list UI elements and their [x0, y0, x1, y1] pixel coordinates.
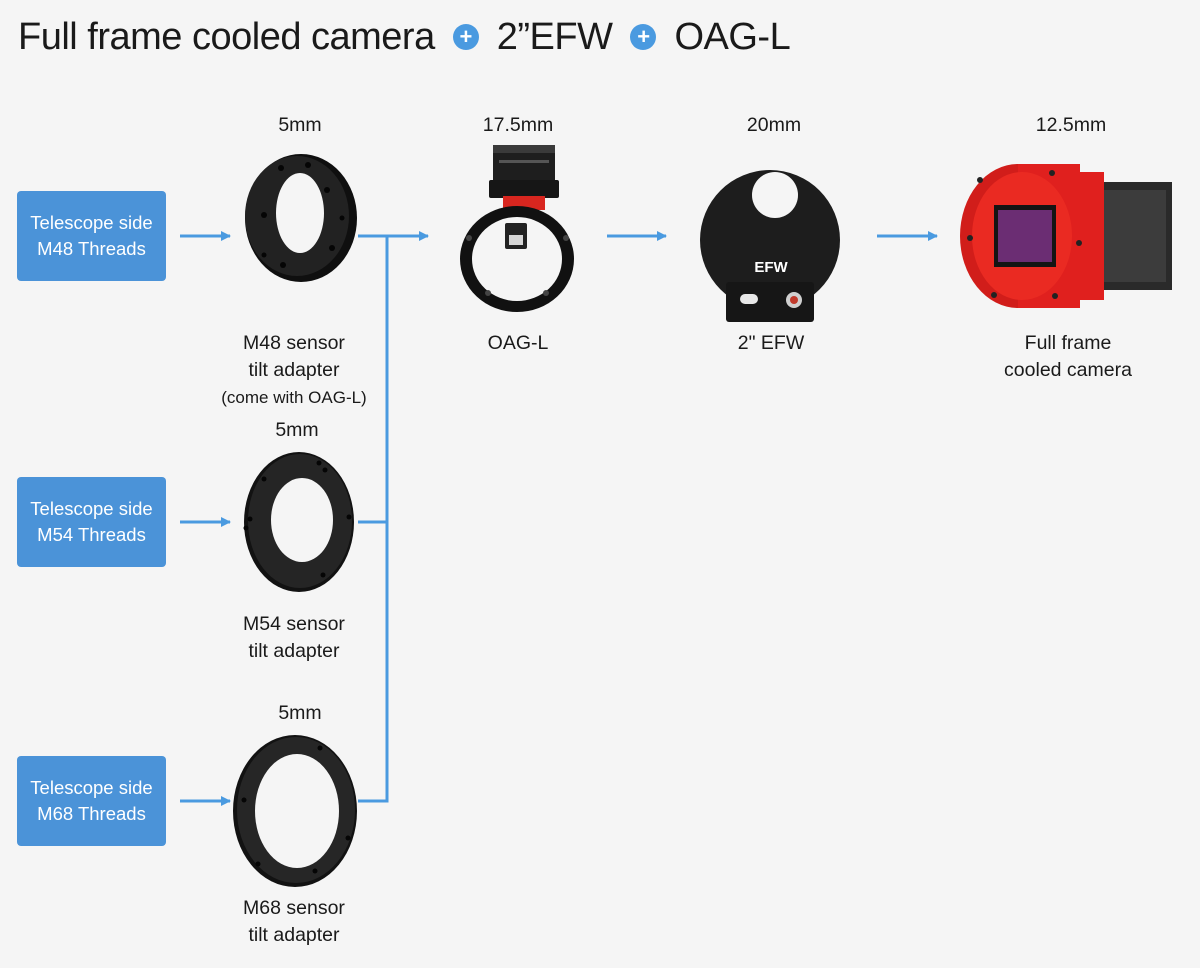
camera-caption-line1: Full frame: [1024, 332, 1112, 354]
title-efw: 2”EFW: [496, 15, 613, 58]
oag-caption: OAG-L: [418, 330, 618, 357]
m68-caption-line2: tilt adapter: [248, 924, 340, 946]
m48-caption-line2: tilt adapter: [248, 359, 340, 381]
oag-caption-line1: OAG-L: [487, 332, 549, 354]
source-m54-line1: Telescope side: [30, 498, 153, 519]
source-m48-box: Telescope side M48 Threads: [17, 191, 166, 281]
efw-label: EFW: [754, 259, 788, 276]
source-m68-line2: M68 Threads: [37, 803, 146, 824]
efw-caption: 2" EFW: [671, 330, 871, 357]
m48-adapter-caption: M48 sensor tilt adapter (come with OAG-L…: [194, 330, 394, 411]
m68-adapter-caption: M68 sensor tilt adapter: [194, 895, 394, 949]
m48-adapter-image: [245, 154, 357, 282]
page-title: Full frame cooled camera + 2”EFW + OAG-L: [18, 12, 791, 62]
camera-thickness: 12.5mm: [1035, 114, 1107, 136]
m48-caption-line1: M48 sensor: [243, 332, 345, 354]
source-m48-line1: Telescope side: [30, 212, 153, 233]
m54-adapter-caption: M54 sensor tilt adapter: [194, 611, 394, 665]
m54-caption-line1: M54 sensor: [243, 613, 345, 635]
m68-adapter-thickness: 5mm: [278, 702, 322, 724]
title-camera: Full frame cooled camera: [18, 15, 435, 58]
oag-thickness: 17.5mm: [482, 114, 554, 136]
m48-caption-note: (come with OAG-L): [221, 388, 367, 407]
camera-image: [960, 164, 1172, 308]
merge-connector: [358, 234, 389, 803]
title-oag: OAG-L: [674, 15, 791, 58]
source-m68-box: Telescope side M68 Threads: [17, 756, 166, 846]
efw-image: [700, 170, 840, 322]
plus-icon: +: [630, 24, 657, 50]
source-m54-box: Telescope side M54 Threads: [17, 477, 166, 567]
efw-caption-line1: 2" EFW: [737, 332, 805, 354]
m68-adapter-image: [233, 735, 357, 887]
source-m68-line1: Telescope side: [30, 777, 153, 798]
source-m48-line2: M48 Threads: [37, 238, 146, 259]
m54-adapter-thickness: 5mm: [275, 419, 319, 441]
m48-adapter-thickness: 5mm: [278, 114, 322, 136]
source-m54-line2: M54 Threads: [37, 524, 146, 545]
camera-caption: Full frame cooled camera: [968, 330, 1168, 384]
oag-l-image: [460, 145, 574, 312]
plus-icon: +: [452, 24, 479, 50]
m68-caption-line1: M68 sensor: [243, 897, 345, 919]
camera-caption-line2: cooled camera: [1004, 359, 1132, 381]
efw-thickness: 20mm: [746, 114, 802, 136]
m54-caption-line2: tilt adapter: [248, 640, 340, 662]
m54-adapter-image: [243, 452, 354, 592]
